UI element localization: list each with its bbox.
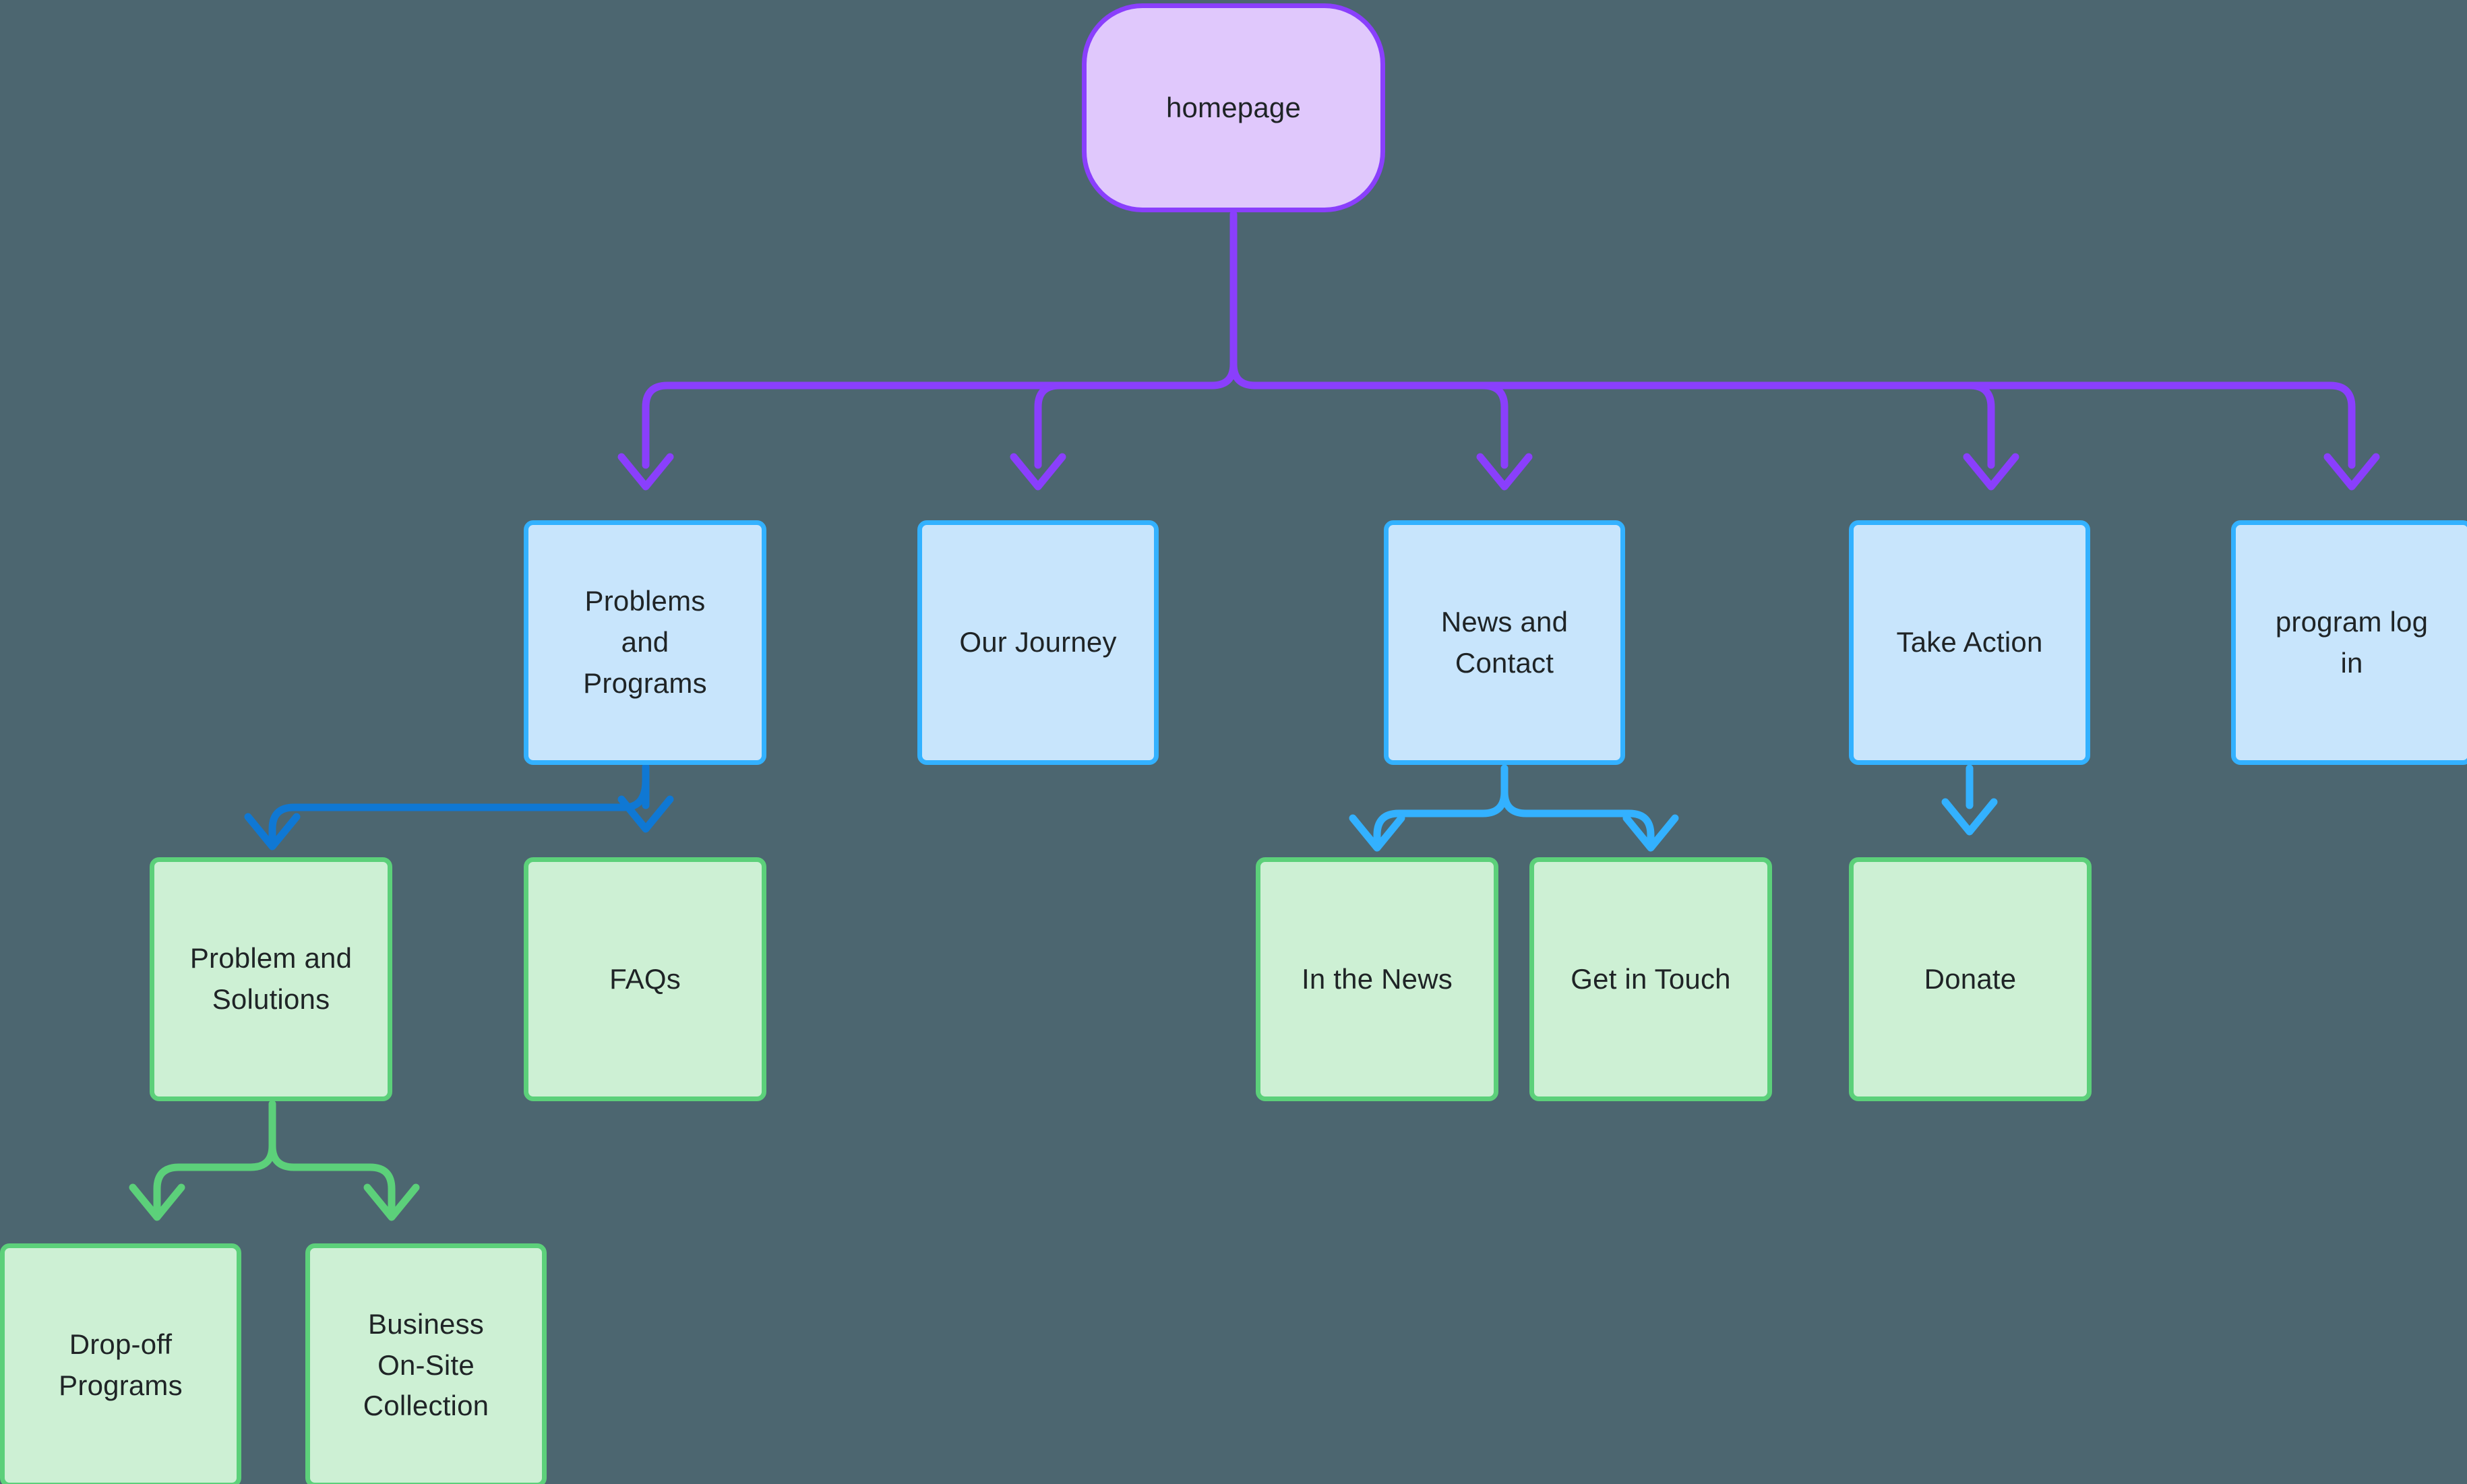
node-take-action[interactable]: Take Action — [1849, 520, 2090, 765]
arrowhead-in-the-news — [1349, 814, 1405, 852]
node-get-in-touch[interactable]: Get in Touch — [1529, 857, 1772, 1101]
node-homepage-label: homepage — [1165, 91, 1302, 123]
node-in-the-news-label: In the News — [1302, 962, 1453, 995]
arrowhead-donate — [1941, 798, 1998, 836]
edge-homepage-to-program-log-in — [1251, 381, 2356, 469]
node-business-on-site-collection-label: Business On-Site Collection — [363, 1307, 489, 1422]
edge-group-take-action — [1941, 764, 1998, 836]
arrowhead-take-action — [1963, 453, 2019, 491]
edge-homepage-stem — [1229, 210, 1259, 390]
node-news-and-contact-label: News and Contact — [1440, 605, 1568, 679]
node-faqs-label: FAQs — [609, 962, 681, 995]
node-in-the-news[interactable]: In the News — [1256, 857, 1498, 1101]
arrowhead-problem-solutions — [244, 813, 301, 851]
arrowhead-news — [1476, 453, 1533, 491]
node-faqs[interactable]: FAQs — [524, 857, 766, 1101]
edge-homepage-to-news — [1251, 381, 1509, 469]
edge-group-news — [1349, 764, 1679, 852]
edge-news-to-in-the-news — [1373, 764, 1509, 848]
node-homepage[interactable]: homepage — [1082, 3, 1385, 212]
edge-homepage-to-problems — [642, 381, 1216, 469]
node-get-in-touch-label: Get in Touch — [1571, 962, 1731, 995]
edge-news-to-get-in-touch — [1500, 788, 1655, 848]
arrowhead-faqs — [617, 795, 674, 833]
arrowhead-our-journey — [1010, 453, 1066, 491]
edge-problem-solutions-to-drop-off — [153, 1100, 276, 1217]
edge-homepage-stem-left — [1208, 360, 1238, 390]
arrowhead-get-in-touch — [1622, 814, 1679, 852]
node-drop-off-programs-label: Drop-off Programs — [59, 1328, 183, 1401]
node-business-on-site-collection[interactable]: Business On-Site Collection — [305, 1243, 547, 1484]
node-problems-and-programs-label: Problems and Programs — [583, 585, 707, 699]
arrowhead-business — [363, 1183, 420, 1221]
node-problems-and-programs[interactable]: Problems and Programs — [524, 520, 766, 765]
edge-homepage-to-our-journey — [1034, 381, 1064, 469]
arrowhead-program-log-in — [2323, 453, 2380, 491]
node-donate-label: Donate — [1924, 962, 2017, 995]
node-program-log-in[interactable]: program log in — [2231, 520, 2467, 765]
node-donate[interactable]: Donate — [1849, 857, 2092, 1101]
edge-homepage-to-take-action — [1966, 381, 1995, 469]
node-problem-and-solutions[interactable]: Problem and Solutions — [150, 857, 392, 1101]
node-our-journey[interactable]: Our Journey — [917, 520, 1159, 765]
edge-group-homepage — [617, 210, 2380, 491]
node-drop-off-programs[interactable]: Drop-off Programs — [0, 1243, 241, 1484]
edge-problems-to-problem-solutions — [268, 776, 650, 846]
node-news-and-contact[interactable]: News and Contact — [1384, 520, 1625, 765]
edge-group-problem-solutions — [129, 1100, 420, 1221]
node-program-log-in-label: program log in — [2275, 605, 2429, 679]
arrowhead-drop-off — [129, 1183, 185, 1221]
node-problem-and-solutions-label: Problem and Solutions — [189, 942, 353, 1015]
arrowhead-problems — [617, 453, 674, 491]
node-our-journey-label: Our Journey — [959, 626, 1117, 658]
edge-group-problems — [244, 763, 674, 851]
node-take-action-label: Take Action — [1896, 626, 2043, 658]
edge-problem-solutions-to-business — [268, 1142, 396, 1217]
